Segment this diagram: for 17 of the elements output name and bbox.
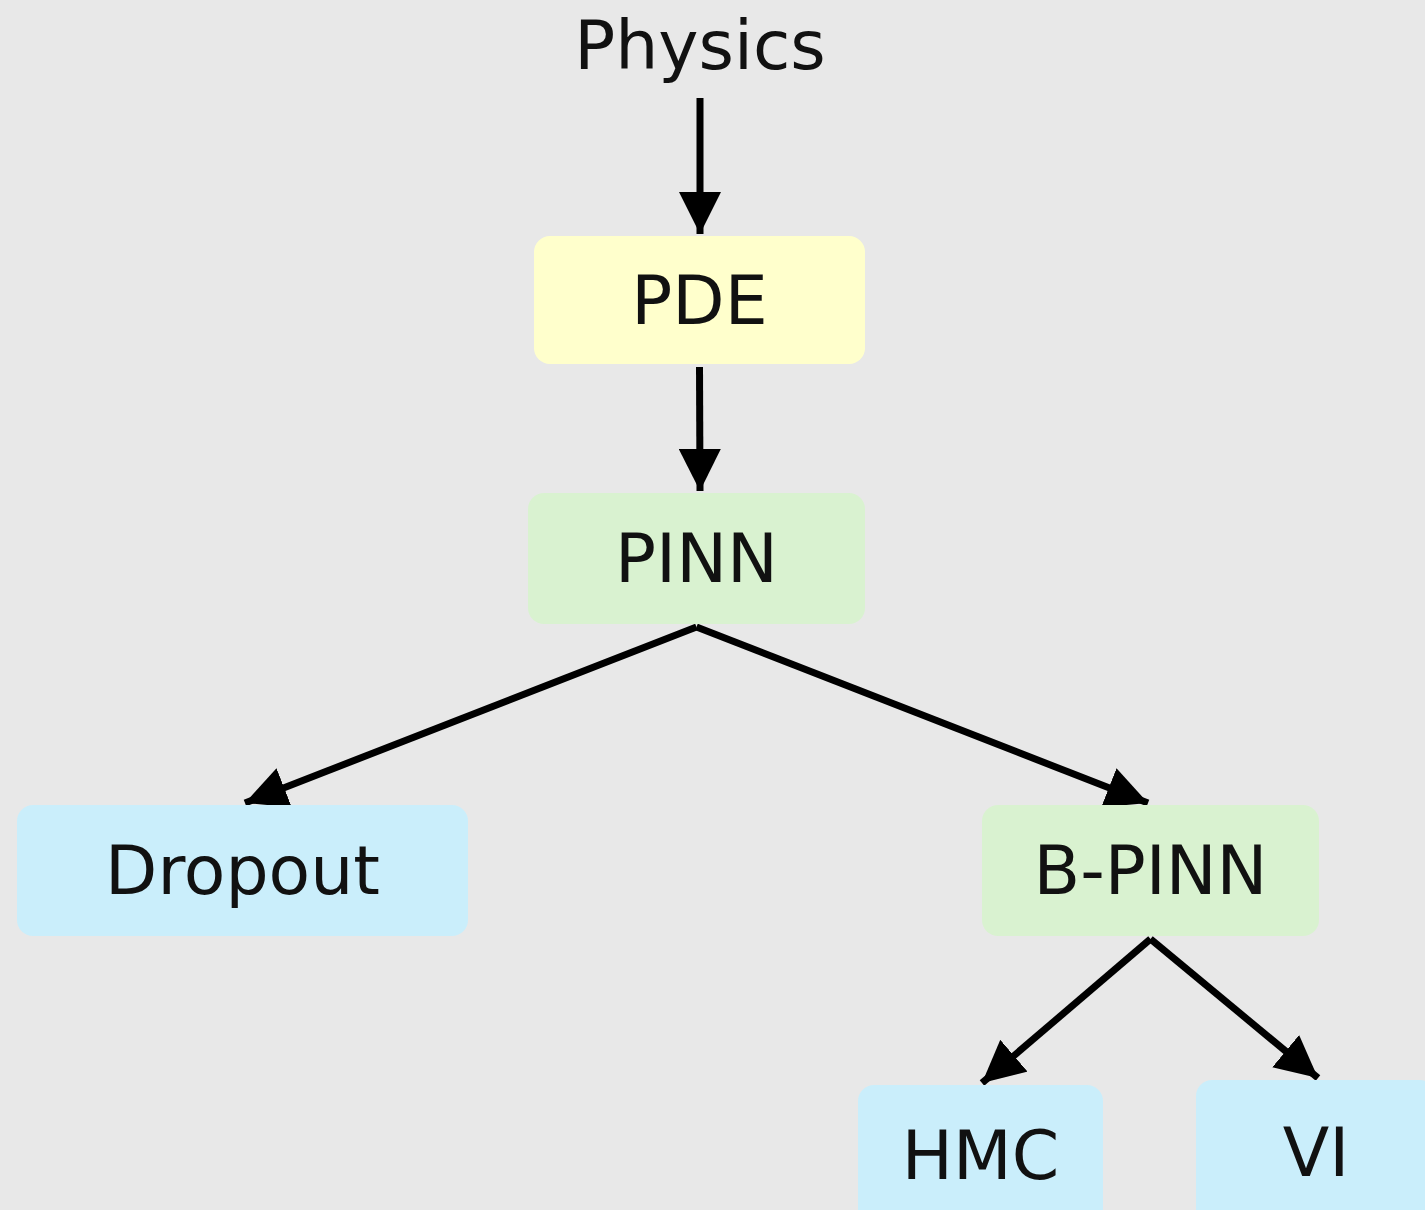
arrow bbox=[243, 623, 698, 808]
process-box bbox=[1196, 1080, 1425, 1210]
process-box bbox=[858, 1085, 1103, 1210]
arrow bbox=[979, 936, 1153, 1086]
node-label: PINN bbox=[615, 519, 778, 598]
arrow bbox=[1148, 936, 1321, 1081]
node-label: HMC bbox=[901, 1115, 1060, 1195]
process-box bbox=[528, 493, 865, 624]
node-label: Dropout bbox=[105, 831, 380, 910]
node-label: VI bbox=[1282, 1113, 1350, 1192]
node-label: B-PINN bbox=[1033, 831, 1268, 910]
arrow bbox=[695, 623, 1150, 808]
process-box bbox=[982, 805, 1319, 936]
node-label: PDE bbox=[631, 260, 768, 340]
process-box bbox=[17, 805, 468, 936]
process-box bbox=[534, 236, 865, 364]
node-label: Physics bbox=[574, 5, 826, 85]
